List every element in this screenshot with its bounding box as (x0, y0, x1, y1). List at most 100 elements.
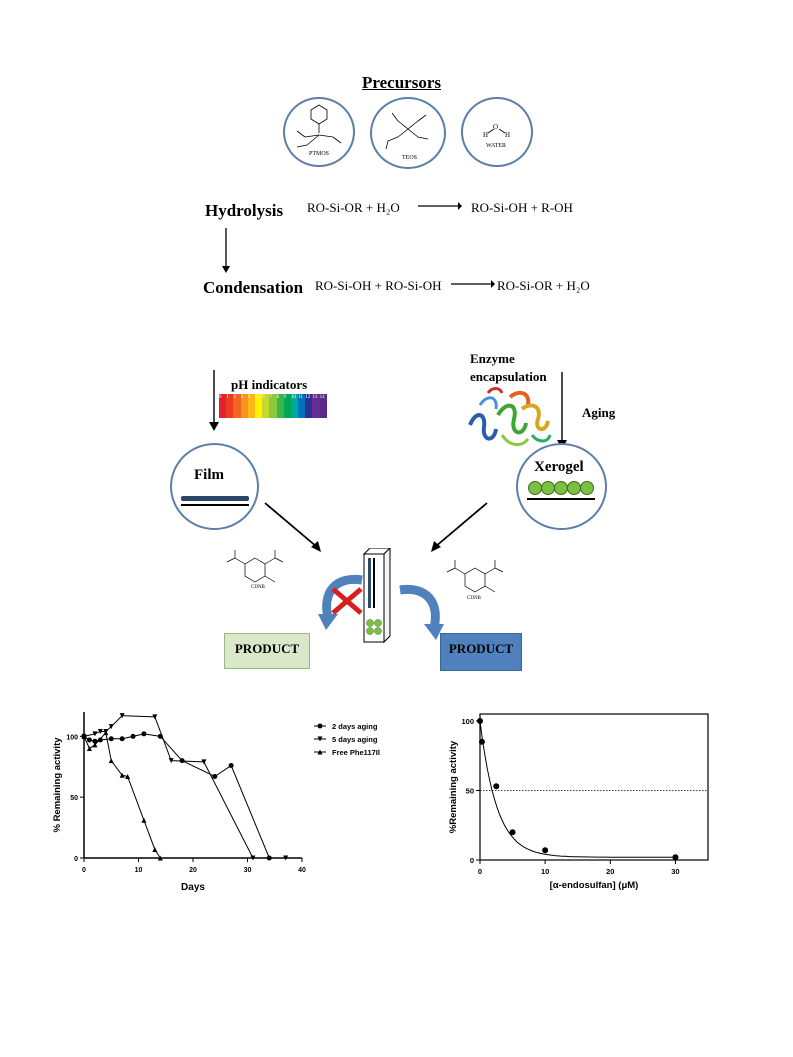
cdnb-right-icon (446, 560, 504, 593)
fit-curve (479, 720, 676, 858)
cross-mark-icon (331, 587, 363, 615)
ph-cell-number: 2 (233, 395, 236, 400)
x-axis-label: [α-endosulfan] (μM) (550, 880, 639, 891)
aging-label: Aging (582, 405, 616, 420)
ph-cell: 9 (283, 394, 291, 418)
water-structure-icon: O H H (483, 123, 510, 139)
ph-cell: 13 (312, 394, 320, 418)
xerogel-beads (528, 481, 596, 495)
condensation-reactants: RO-Si-OH + RO-Si-OH (315, 278, 442, 293)
ph-cell: 2 (233, 394, 241, 418)
y-tick-label: 50 (466, 786, 474, 795)
legend-marker (317, 749, 323, 755)
hydrolysis-arrow (418, 202, 462, 210)
data-point (478, 738, 485, 745)
series-line (83, 715, 286, 859)
ph-cell: 4 (247, 394, 255, 418)
ph-cell: 10 (290, 394, 299, 418)
x-tick-label: 30 (244, 867, 252, 874)
water-label: WATER (486, 143, 506, 149)
data-point (92, 731, 98, 737)
ph-cell-number: 11 (298, 395, 303, 400)
x-tick-label: 10 (135, 867, 143, 874)
cdnb-left-icon (226, 550, 284, 583)
xerogel-label: Xerogel (534, 459, 584, 475)
data-point (477, 717, 483, 724)
converge-arrows (264, 502, 488, 552)
teos-structure-icon (385, 112, 429, 150)
hydrolysis-reactants: RO-Si-OR + H₂O (307, 200, 400, 215)
product-left-box: PRODUCT (224, 633, 310, 669)
precursors-title: Precursors (362, 73, 441, 92)
data-point (672, 854, 679, 861)
legend-marker (317, 723, 323, 729)
x-tick-label: 20 (189, 867, 197, 874)
data-point (201, 759, 207, 765)
xerogel-down-arrow (557, 372, 567, 449)
ph-cell-number: 13 (312, 395, 318, 400)
green-bead (580, 481, 594, 495)
condensation-products: RO-Si-OR + H₂O (497, 278, 590, 293)
data-point (119, 713, 125, 719)
y-tick-label: 0 (74, 856, 78, 863)
data-point (108, 758, 114, 764)
data-point (130, 733, 136, 739)
ph-cell: 7 (269, 394, 277, 418)
xerogel-substrate-line (527, 498, 595, 500)
data-point (212, 773, 218, 779)
svg-text:O: O (493, 123, 498, 131)
ptmos-circle: PTMOS (283, 97, 355, 167)
svg-text:H: H (483, 131, 488, 139)
ph-indicators-label: pH indicators (231, 377, 308, 392)
film-label: Film (194, 467, 224, 483)
green-bead (541, 481, 555, 495)
xerogel-circle: Xerogel (516, 443, 607, 530)
cuvette (360, 546, 392, 644)
data-point (108, 736, 114, 742)
data-point (81, 733, 87, 739)
ph-cell-number: 4 (247, 395, 251, 400)
cuvette-outline-icon (362, 546, 392, 644)
data-point (141, 731, 147, 737)
data-point (125, 773, 131, 779)
data-point (509, 829, 516, 836)
condensation-arrow (451, 280, 495, 288)
ph-cell-number: 9 (283, 395, 287, 400)
x-tick-label: 0 (478, 867, 482, 876)
ph-cell-number: 5 (254, 395, 258, 400)
ph-cell-number: 0 (219, 395, 222, 400)
curved-arrow-right (399, 584, 444, 640)
enzyme-structure-icon (468, 387, 552, 446)
ph-cell: 14 (319, 394, 327, 418)
x-axis-label: Days (181, 882, 205, 893)
ph-cell-number: 12 (305, 395, 311, 400)
series-line (83, 731, 161, 859)
hydrolysis-products: RO-Si-OH + R-OH (471, 200, 573, 215)
y-tick-label: 100 (461, 717, 474, 726)
ph-cell: 11 (298, 394, 306, 418)
ph-cell-number: 8 (276, 395, 280, 400)
y-axis-label: % Remaining activity (52, 737, 63, 833)
x-tick-label: 0 (82, 867, 86, 874)
data-point (119, 736, 125, 742)
y-tick-label: 0 (470, 856, 474, 865)
film-down-arrow (209, 370, 219, 431)
product-right-box: PRODUCT (440, 633, 522, 671)
green-bead (567, 481, 581, 495)
ph-cell: 6 (262, 394, 270, 418)
svg-text:H: H (505, 131, 510, 139)
data-point (119, 772, 125, 778)
x-tick-label: 10 (541, 867, 549, 876)
teos-circle: TEOS (370, 97, 446, 169)
film-substrate-line (181, 504, 249, 506)
green-bead (528, 481, 542, 495)
legend-marker (317, 736, 323, 742)
ptmos-structure-icon (296, 104, 342, 148)
y-tick-label: 50 (70, 795, 78, 802)
x-tick-label: 20 (606, 867, 614, 876)
data-point (228, 763, 234, 769)
